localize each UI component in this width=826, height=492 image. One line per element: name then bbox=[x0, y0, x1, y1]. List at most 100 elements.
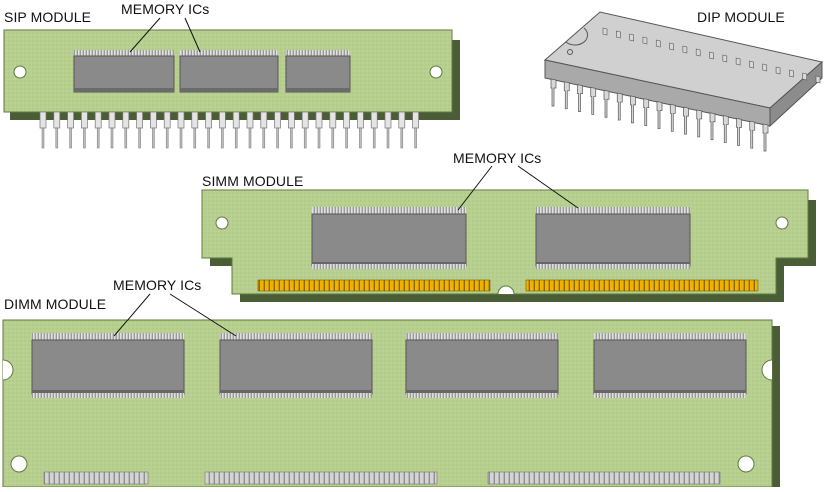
sip-pin bbox=[343, 111, 350, 149]
dip-pin bbox=[722, 115, 729, 143]
dip-pin bbox=[749, 120, 756, 149]
simm-gold-contacts-right bbox=[525, 279, 759, 292]
dimm-mount-hole-right bbox=[737, 455, 755, 473]
dip-pin bbox=[642, 36, 648, 45]
dip-pin-row bbox=[550, 27, 821, 152]
simm-memory-chip bbox=[535, 207, 691, 269]
dimm-mount-hole-left bbox=[10, 455, 28, 473]
sip-pin bbox=[274, 111, 281, 149]
simm-memory-chip bbox=[311, 207, 467, 269]
sip-pin bbox=[232, 111, 240, 149]
dip-pin bbox=[656, 101, 663, 129]
sip-memory-chip bbox=[73, 50, 175, 93]
dip-pin bbox=[735, 57, 741, 66]
dip-pin bbox=[550, 78, 557, 107]
dimm-side-notch-left bbox=[2, 359, 14, 381]
sip-pin bbox=[357, 111, 364, 149]
sip-pin bbox=[301, 111, 309, 149]
sip-pin bbox=[384, 111, 392, 149]
sip-memory-chip bbox=[179, 50, 279, 93]
dip-pin bbox=[722, 54, 728, 63]
dip-pin bbox=[669, 103, 676, 132]
simm-module bbox=[201, 165, 816, 302]
dip-pin bbox=[762, 123, 769, 152]
sip-pin bbox=[53, 111, 61, 149]
sip-pin bbox=[136, 111, 143, 149]
dimm-contacts-segment-1 bbox=[43, 471, 149, 485]
dip-pin bbox=[682, 45, 688, 54]
dip-pin bbox=[643, 98, 650, 127]
sip-pin bbox=[108, 111, 116, 149]
simm-mount-hole-left bbox=[215, 216, 229, 230]
sip-pin bbox=[39, 111, 47, 149]
sip-memory-ics-callout: MEMORY ICs bbox=[121, 1, 210, 17]
sip-memory-chip bbox=[285, 50, 351, 93]
dip-pin bbox=[577, 84, 583, 112]
dip-pin bbox=[696, 109, 703, 138]
dip-pin bbox=[655, 39, 661, 48]
sip-pin bbox=[412, 111, 419, 149]
sip-mount-hole-left bbox=[13, 65, 27, 79]
dip-pin bbox=[709, 51, 714, 60]
sip-module-title: SIP MODULE bbox=[4, 9, 92, 25]
dimm-memory-chip bbox=[593, 333, 747, 398]
simm-callout-line bbox=[457, 165, 493, 211]
sip-pin bbox=[122, 111, 130, 149]
dip-module-title: DIP MODULE bbox=[697, 9, 785, 25]
dip-pin bbox=[683, 106, 689, 135]
dip-pin bbox=[603, 89, 610, 118]
dimm-contacts-segment-3 bbox=[487, 471, 721, 485]
simm-callout-line bbox=[517, 165, 579, 209]
dip-pin bbox=[736, 117, 742, 146]
sip-pin bbox=[191, 111, 199, 149]
simm-memory-ics-callout: MEMORY ICs bbox=[453, 150, 542, 166]
sip-pin-row bbox=[39, 111, 419, 149]
dip-pin bbox=[563, 81, 570, 110]
sip-pin bbox=[163, 111, 171, 149]
dip-pin bbox=[616, 92, 623, 121]
sip-pin bbox=[260, 111, 268, 149]
sip-pin bbox=[150, 111, 157, 149]
dip-pin bbox=[802, 72, 807, 81]
dimm-contacts-segment-2 bbox=[204, 471, 438, 485]
sip-pin bbox=[315, 111, 323, 149]
sip-pin bbox=[288, 111, 295, 149]
sip-callout-line bbox=[129, 17, 161, 53]
dip-pin bbox=[775, 66, 781, 75]
sip-pin bbox=[67, 111, 74, 149]
dip-pin bbox=[602, 27, 608, 36]
dip-pin bbox=[789, 69, 794, 78]
dip-pin bbox=[749, 60, 754, 69]
simm-module-title: SIMM MODULE bbox=[202, 173, 304, 189]
sip-pin bbox=[219, 111, 226, 149]
simm-key-notch bbox=[497, 285, 515, 295]
dimm-callout-line bbox=[169, 293, 237, 337]
simm-board bbox=[201, 189, 809, 295]
dimm-memory-chip bbox=[405, 333, 559, 398]
sip-module bbox=[3, 17, 460, 149]
dimm-memory-chip bbox=[219, 333, 373, 398]
sip-pin bbox=[177, 111, 185, 149]
sip-mount-hole-right bbox=[429, 65, 443, 79]
dimm-memory-chip bbox=[31, 333, 185, 398]
simm-gold-contacts-left bbox=[257, 279, 491, 292]
dip-pin1-marker bbox=[567, 49, 573, 55]
simm-mount-hole-right bbox=[775, 216, 789, 230]
dip-module bbox=[543, 11, 824, 152]
dip-pin bbox=[590, 87, 597, 115]
dip-pin bbox=[695, 48, 701, 57]
dimm-module bbox=[2, 293, 780, 492]
sip-pin bbox=[329, 111, 337, 149]
dip-notch bbox=[565, 27, 588, 46]
dimm-side-notch-right bbox=[761, 359, 773, 381]
dimm-module-title: DIMM MODULE bbox=[4, 296, 107, 312]
dip-pin bbox=[616, 30, 621, 39]
sip-pin bbox=[398, 111, 406, 149]
dip-pin bbox=[709, 112, 716, 141]
dip-pin bbox=[815, 75, 821, 84]
sip-pin bbox=[205, 111, 212, 149]
dimm-memory-ics-callout: MEMORY ICs bbox=[113, 277, 202, 293]
sip-callout-line bbox=[184, 17, 201, 53]
